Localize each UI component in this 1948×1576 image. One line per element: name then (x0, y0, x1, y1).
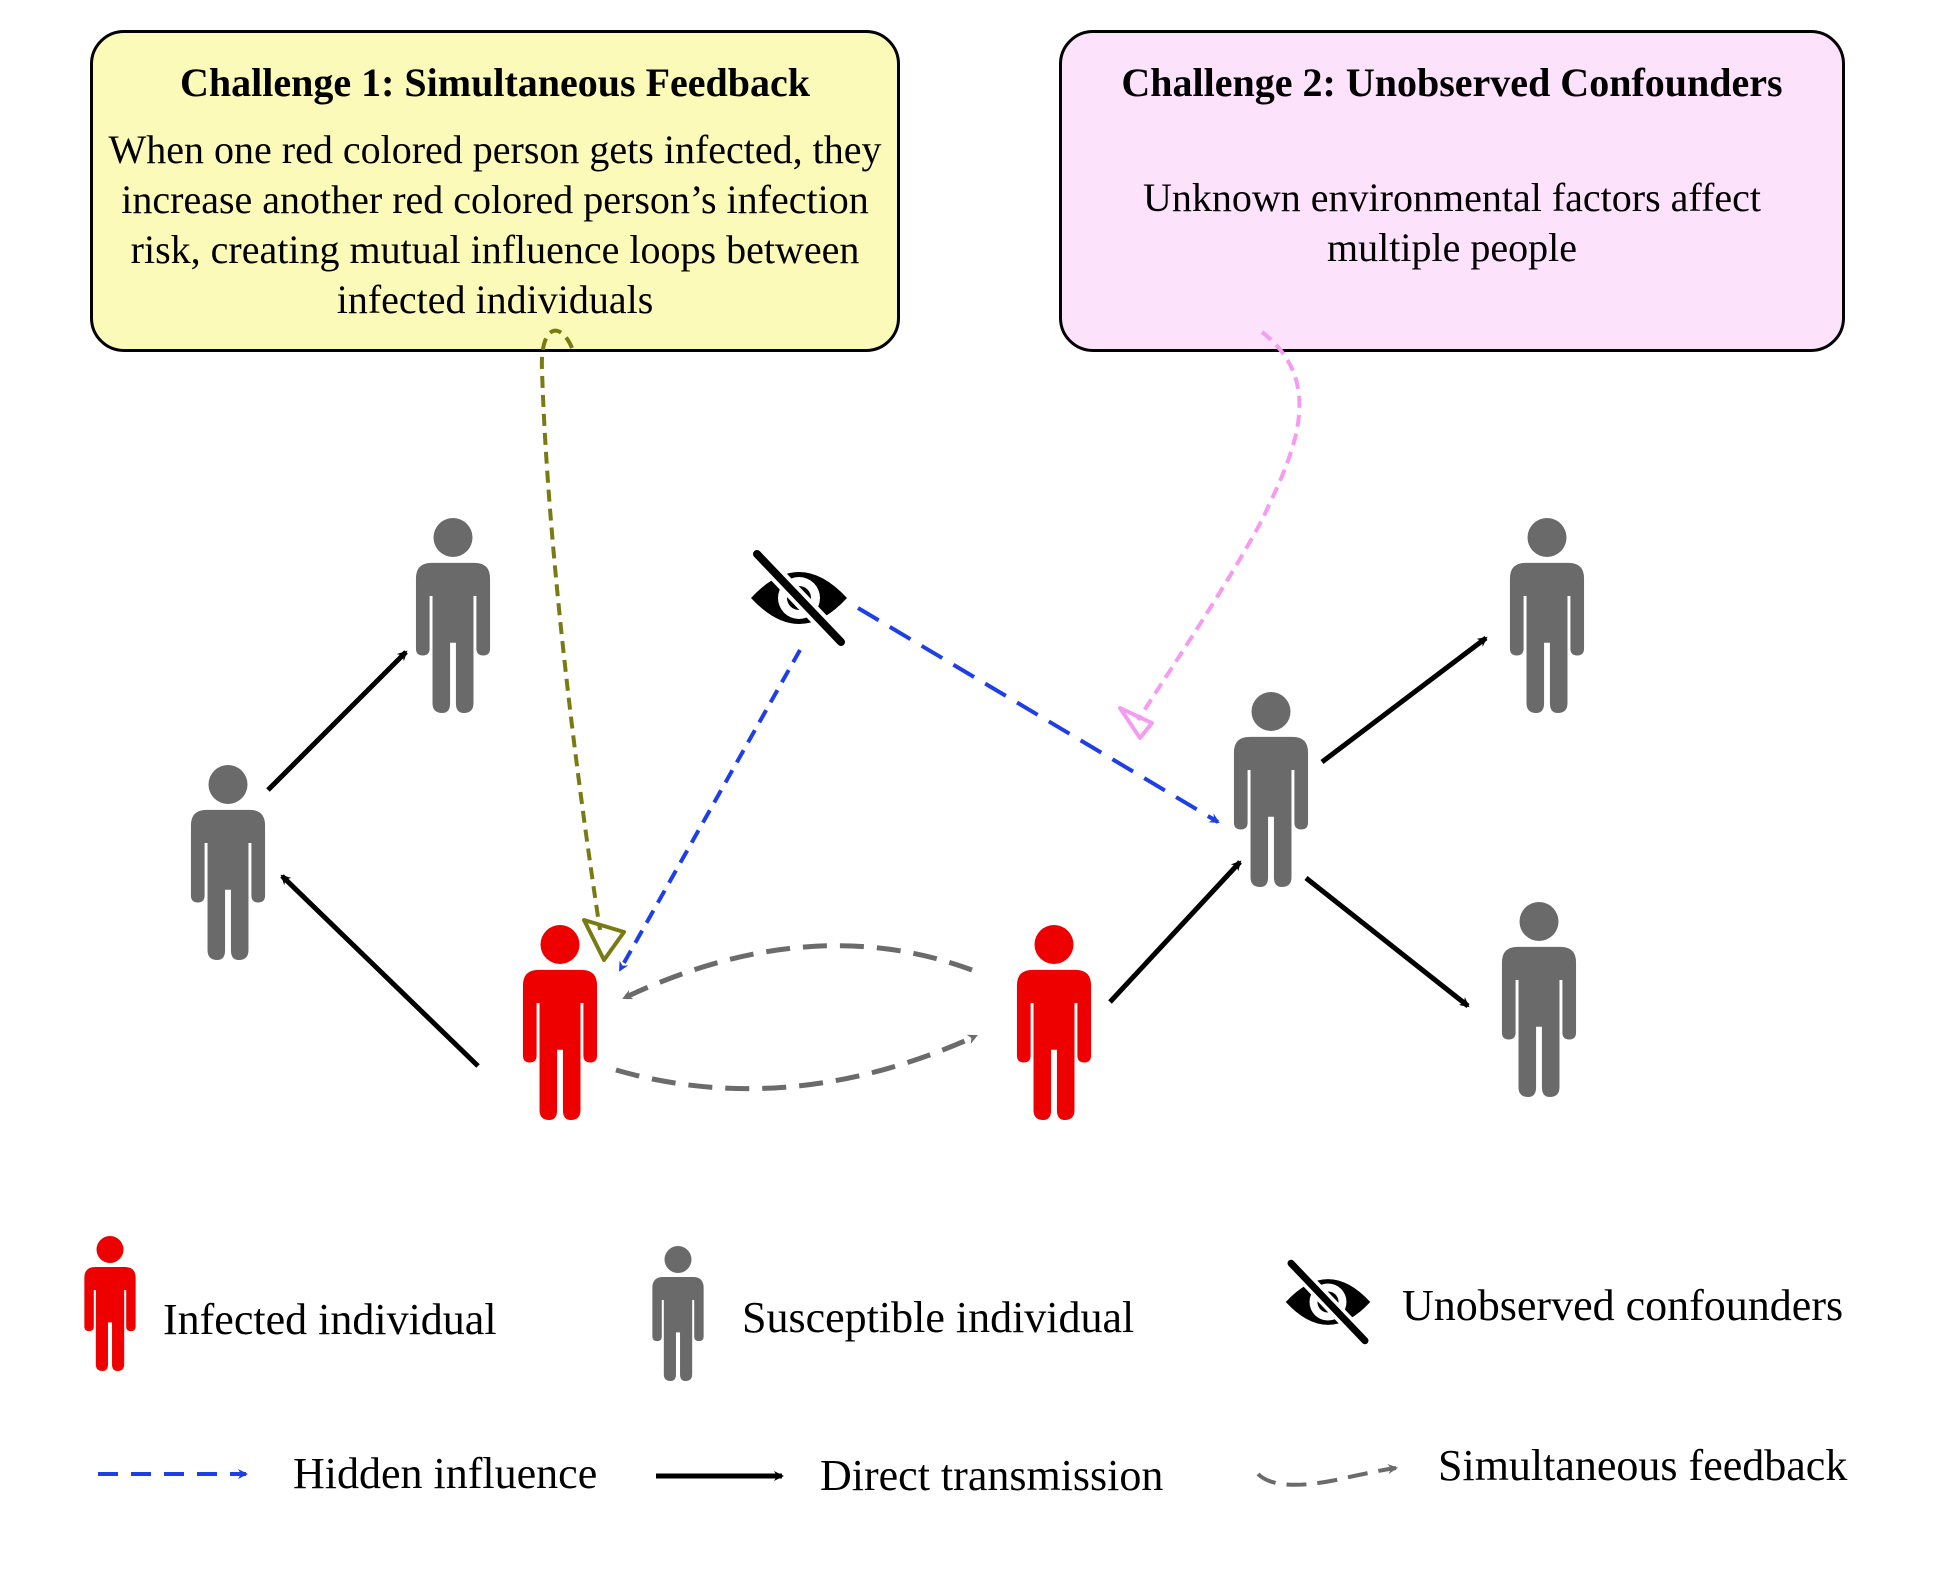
eye-slash-icon (1286, 1263, 1370, 1340)
challenge-1-body: When one red colored person gets infecte… (108, 127, 882, 322)
legend-confounders-label: Unobserved confounders (1402, 1281, 1844, 1330)
person-icon (1501, 902, 1577, 1097)
eye-slash-icon (751, 554, 847, 642)
legend-hidden-label: Hidden influence (293, 1449, 598, 1498)
person-icon (415, 518, 491, 713)
legend-infected-label: Infected individual (163, 1295, 497, 1344)
person-icon (522, 925, 598, 1120)
challenge-2-callout: Challenge 2: Unobserved Confounders Unkn… (1059, 30, 1845, 352)
challenge-2-title: Challenge 2: Unobserved Confounders (1121, 60, 1783, 105)
challenge-1-title: Challenge 1: Simultaneous Feedback (179, 60, 811, 105)
challenge-2-body: Unknown environmental factors affect mul… (1143, 175, 1761, 270)
challenge-1-link (539, 328, 626, 962)
person-icon (1233, 692, 1309, 887)
person-icon (1509, 518, 1585, 713)
legend-susceptible-label: Susceptible individual (742, 1293, 1135, 1342)
challenge-2-link (1118, 330, 1302, 740)
person-icon (1016, 925, 1092, 1120)
person-icon (652, 1246, 704, 1381)
legend-direct-label: Direct transmission (820, 1451, 1164, 1500)
challenge-1-callout: Challenge 1: Simultaneous Feedback When … (90, 30, 900, 352)
hidden-influence-arrows (618, 606, 1220, 972)
legend-feedback-label: Simultaneous feedback (1438, 1441, 1848, 1490)
direct-transmission-arrows (266, 636, 1488, 1068)
simultaneous-feedback-arrows (615, 943, 978, 1092)
person-icon (190, 765, 266, 960)
legend-feedback-swatch (1256, 1464, 1398, 1487)
person-icon (84, 1236, 136, 1371)
